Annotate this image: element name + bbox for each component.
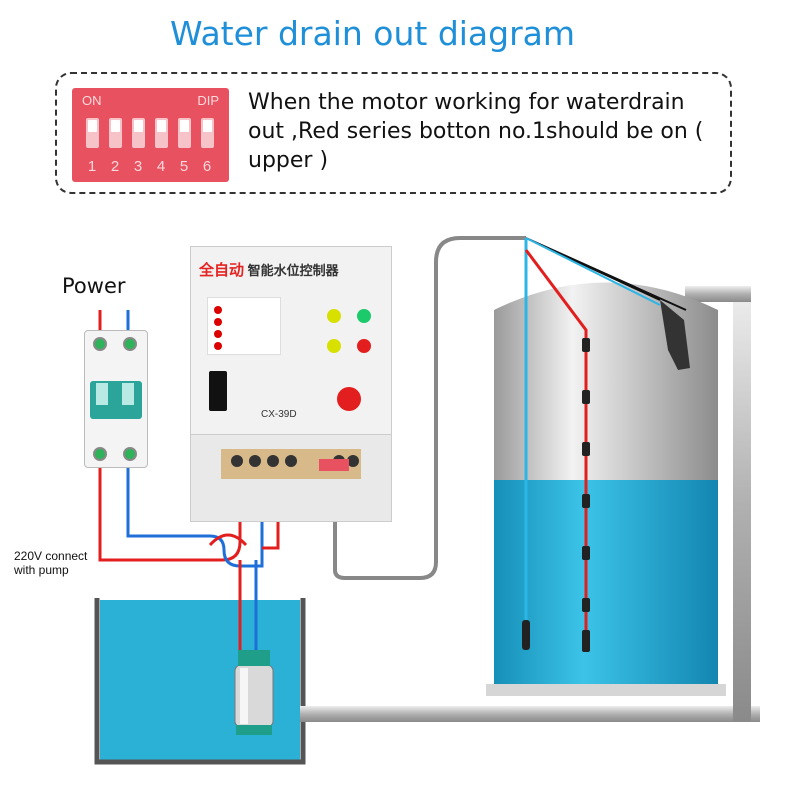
breaker-terminal xyxy=(93,337,107,351)
water-tank xyxy=(486,282,726,696)
controller-icon: 全自动 智能水位控制器 CX-39D xyxy=(190,246,392,436)
dip-number: 1 xyxy=(87,158,97,175)
sensor-cable xyxy=(333,236,526,580)
breaker-handle xyxy=(90,381,142,419)
instruction-box xyxy=(55,72,732,194)
start-stop-button xyxy=(337,387,361,411)
dip-switch-small xyxy=(319,459,349,471)
dip-slot xyxy=(86,118,99,148)
dip-slot xyxy=(155,118,168,148)
pump-connection-line1: 220V connect xyxy=(14,549,88,563)
level-indicator-panel xyxy=(207,297,281,355)
instruction-text: When the motor working for waterdrain ou… xyxy=(248,90,704,173)
dip-slot xyxy=(132,118,145,148)
terminal-block xyxy=(190,434,392,522)
dip-slot xyxy=(201,118,214,148)
pump-connection-line2: with pump xyxy=(14,563,69,577)
alarm-lamp xyxy=(327,339,341,353)
dip-slot xyxy=(178,118,191,148)
drain-pipe xyxy=(300,706,760,722)
dip-label: DIP xyxy=(197,93,219,108)
controller-model: CX-39D xyxy=(261,409,297,420)
riser-pipe xyxy=(733,290,751,722)
circuit-breaker-icon xyxy=(84,330,148,468)
level-led xyxy=(214,342,222,350)
level-led xyxy=(214,318,222,326)
controller-title: 全自动 智能水位控制器 xyxy=(199,259,339,280)
work-lamp xyxy=(357,309,371,323)
dip-slot xyxy=(109,118,122,148)
float-switch-icon xyxy=(660,300,690,370)
dip-switch-icon: ON DIP 1 2 3 4 5 6 xyxy=(72,88,229,182)
power-label: Power xyxy=(62,274,126,298)
breaker-terminal xyxy=(123,337,137,351)
dip-number: 2 xyxy=(110,158,120,175)
sensor-probe-high xyxy=(524,249,588,640)
diagram-title: Water drain out diagram xyxy=(169,14,576,53)
sump-pit xyxy=(94,598,306,765)
breaker-terminal xyxy=(123,447,137,461)
mode-switch xyxy=(209,371,227,411)
controller-brand: 全自动 xyxy=(199,262,245,279)
terminal-strip xyxy=(221,449,361,479)
controller-name: 智能水位控制器 xyxy=(247,263,339,278)
level-led xyxy=(214,330,222,338)
top-pipe xyxy=(685,286,751,302)
power-lamp xyxy=(357,339,371,353)
dip-number: 4 xyxy=(156,158,166,175)
breaker-terminal xyxy=(93,447,107,461)
pump-icon xyxy=(234,650,274,735)
tank-water xyxy=(494,480,718,690)
dip-number: 6 xyxy=(202,158,212,175)
dip-number: 3 xyxy=(133,158,143,175)
protect-lamp xyxy=(327,309,341,323)
pump-connection-label: 220V connect with pump xyxy=(14,549,87,577)
dip-number: 5 xyxy=(179,158,189,175)
sensor-weights xyxy=(522,338,590,652)
level-led xyxy=(214,306,222,314)
dip-on-label: ON xyxy=(82,93,102,108)
